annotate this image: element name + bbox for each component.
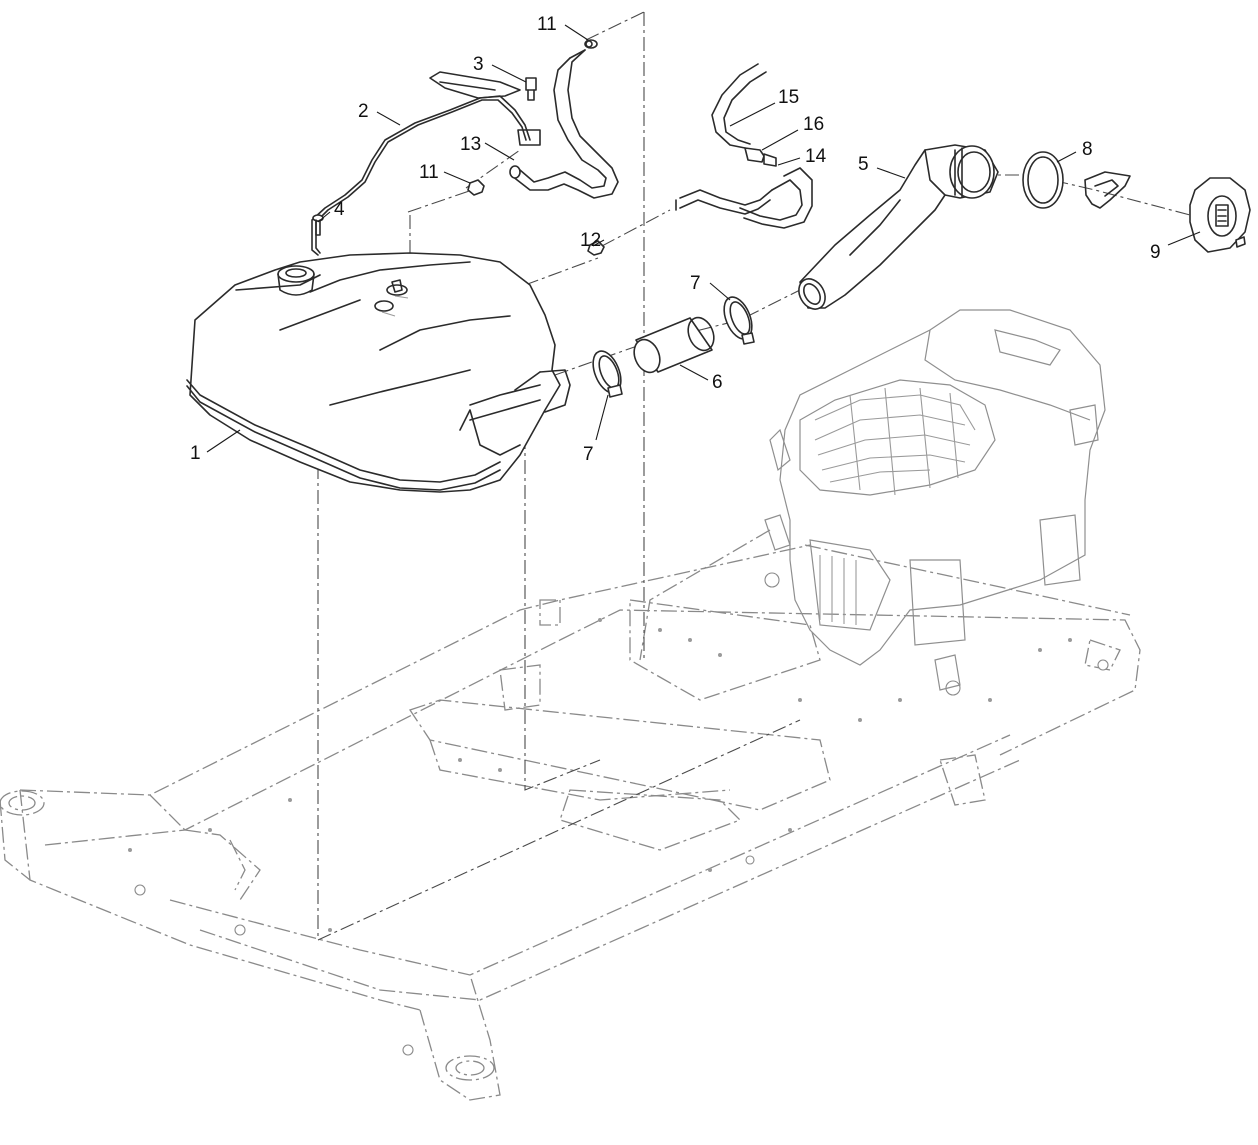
fuel-line-15 — [711, 63, 767, 149]
leader-lines — [206, 24, 1201, 453]
callout-4: 4 — [334, 199, 345, 220]
callout-14: 14 — [805, 146, 827, 167]
callout-11-lower: 11 — [419, 162, 439, 183]
callout-7-upper: 7 — [690, 273, 701, 294]
hose-clamp-12 — [587, 240, 605, 256]
callout-16: 16 — [803, 114, 824, 135]
hose-sleeve-6 — [633, 316, 715, 374]
fuel-tank — [186, 252, 571, 493]
engine — [639, 309, 1106, 691]
mower-frame — [0, 544, 1141, 1101]
callout-15: 15 — [778, 87, 799, 108]
callout-8: 8 — [1082, 139, 1093, 160]
callout-3: 3 — [473, 54, 484, 75]
fuel-cap-9 — [1189, 177, 1251, 253]
callout-11-upper: 11 — [537, 14, 557, 35]
callout-2: 2 — [358, 101, 369, 122]
hose-14 — [675, 167, 813, 229]
hose-clamp-11-lower — [467, 179, 485, 196]
bolt-4 — [312, 214, 324, 236]
callout-12: 12 — [580, 230, 601, 251]
cap-tether — [1084, 171, 1131, 209]
callout-9: 9 — [1150, 242, 1161, 263]
callout-labels: 1 2 3 4 5 6 7 7 8 9 11 11 12 13 14 15 16 — [190, 14, 1161, 465]
vent-hose-13 — [509, 49, 619, 199]
hose-clamp-7-right — [723, 296, 755, 345]
filler-neck-tube — [798, 144, 999, 310]
hose-clamp-11-upper — [584, 39, 598, 49]
callout-7-lower: 7 — [583, 444, 594, 465]
fuel-fitting-16 — [744, 147, 777, 167]
callout-1: 1 — [190, 443, 201, 464]
filler-ring-8 — [1022, 151, 1064, 209]
bolt-3 — [525, 77, 537, 101]
hose-clamp-7-left — [592, 350, 623, 398]
callout-5: 5 — [858, 154, 869, 175]
callout-6: 6 — [712, 372, 723, 393]
callout-13: 13 — [460, 134, 481, 155]
